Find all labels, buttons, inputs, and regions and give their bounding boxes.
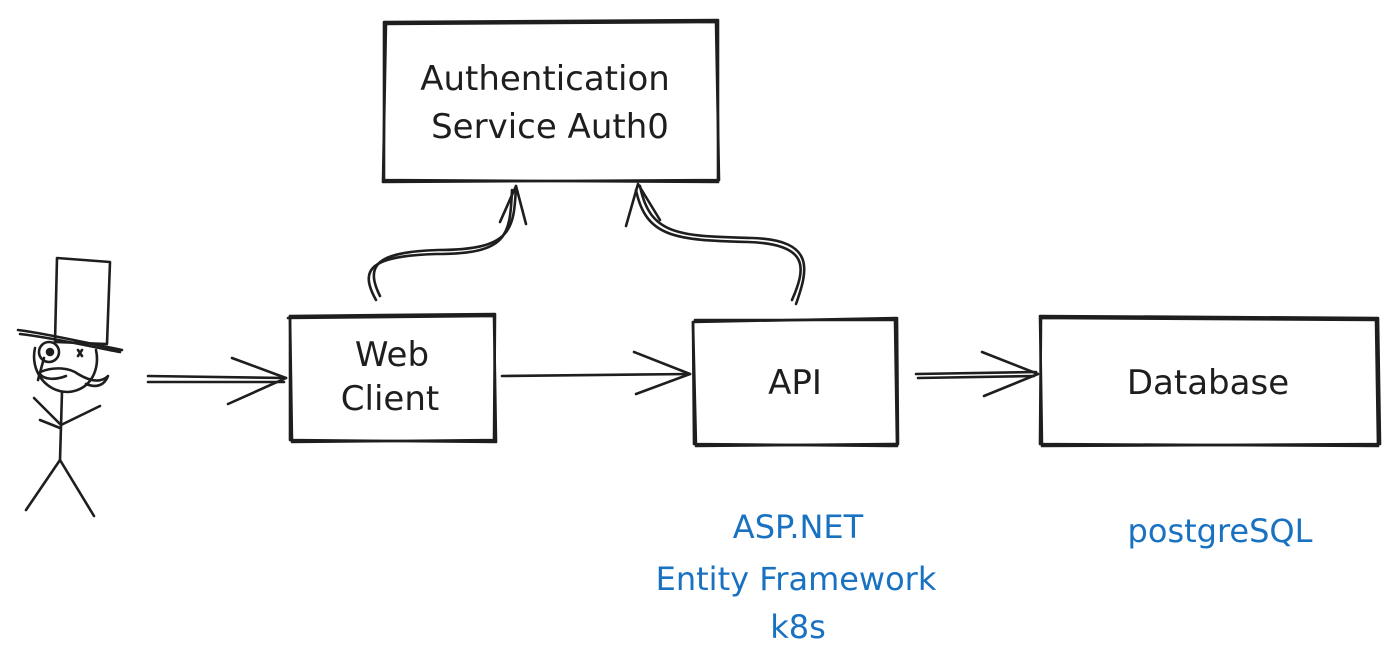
arrow-user-to-web-client [146, 356, 288, 406]
api-label: API [768, 363, 822, 403]
db-tech-annotation: postgreSQL [1128, 512, 1313, 550]
arrow-api-to-auth [624, 182, 806, 306]
arrow-web-client-to-api [500, 350, 692, 396]
api-tech-annotation: ASP.NET Entity Framework k8s [656, 508, 937, 646]
web-client-node: Web Client [286, 312, 498, 444]
db-tech-label: postgreSQL [1128, 512, 1313, 550]
api-tech-line3: k8s [770, 608, 826, 646]
api-node: API [691, 316, 900, 448]
api-tech-line1: ASP.NET [733, 508, 864, 546]
arrow-web-client-to-auth [367, 184, 528, 302]
database-node: Database [1038, 314, 1382, 448]
database-label: Database [1127, 363, 1289, 403]
user-icon [16, 256, 124, 518]
api-tech-line2: Entity Framework [656, 560, 937, 598]
auth-service-label-line2: Service Auth0 [431, 107, 669, 147]
arrow-api-to-database [914, 350, 1040, 398]
auth-service-node: Authentication Service Auth0 [381, 18, 721, 184]
web-client-label-line1: Web [355, 335, 429, 375]
web-client-label-line2: Client [341, 379, 439, 419]
auth-service-label-line1: Authentication [420, 59, 670, 99]
